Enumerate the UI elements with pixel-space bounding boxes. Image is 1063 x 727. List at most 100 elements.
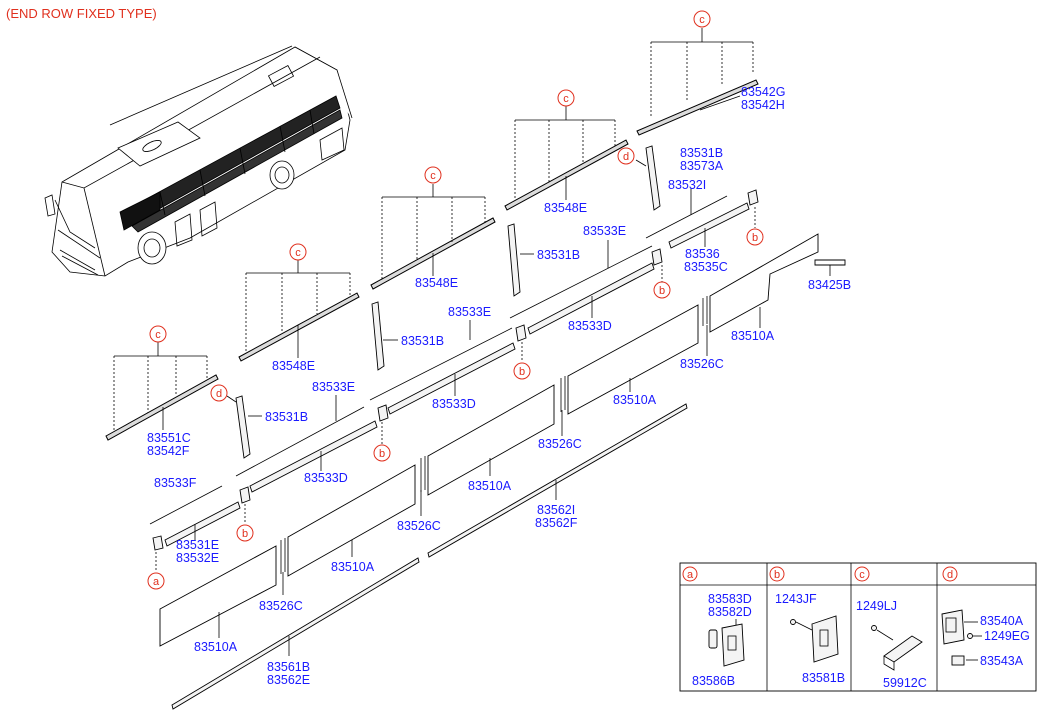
strip-83548E-1: [504, 106, 629, 211]
rail-83533D-3: [249, 404, 389, 493]
pillar-83531B-1: [635, 145, 661, 211]
svg-text:d: d: [216, 388, 222, 400]
legend-a-part-1: 83583D: [708, 592, 752, 606]
label-83542F: 83542F: [147, 444, 190, 458]
panel-83510A-5: [159, 545, 284, 647]
label-83542G: 83542G: [741, 85, 785, 99]
panel-83510A-3: [420, 384, 563, 496]
label-83531B-4: 83531B: [265, 410, 308, 424]
strip-83542G: [636, 28, 759, 136]
pillar-83531B-4: [226, 395, 262, 459]
label-83532I: 83532I: [668, 178, 706, 192]
legend-d-part-3: 83543A: [980, 654, 1024, 668]
label-83510A-4: 83510A: [331, 560, 375, 574]
strip-83548E-2: [370, 184, 496, 290]
label-83526C-2: 83526C: [538, 437, 582, 451]
svg-text:d: d: [623, 151, 629, 163]
label-83531B-1: 83531B: [680, 146, 723, 160]
legend-a-bottom: 83586B: [692, 674, 735, 688]
label-83562E: 83562E: [267, 673, 310, 687]
legend-d-part-2: 1249EG: [984, 629, 1030, 643]
label-83562F: 83562F: [535, 516, 578, 530]
svg-text:b: b: [659, 285, 665, 297]
rail-83533D-1: [527, 248, 663, 335]
diagram-header: (END ROW FIXED TYPE): [6, 6, 157, 21]
svg-text:d: d: [947, 569, 953, 581]
tag-d-2: d: [210, 384, 228, 402]
label-83542H: 83542H: [741, 98, 785, 112]
svg-text:c: c: [859, 569, 865, 581]
label-83535C: 83535C: [684, 260, 728, 274]
rail-83533E-3: [235, 395, 365, 477]
legend-col-d: d 83540A 1249EG 83543A: [941, 566, 1030, 668]
legend-table: a 83583D 83582D 83586B b 1243JF 83581B c…: [679, 562, 1037, 692]
tag-c-4: c: [289, 243, 307, 261]
svg-text:b: b: [519, 366, 525, 378]
svg-text:c: c: [563, 93, 569, 105]
tag-a-1: a: [147, 572, 165, 590]
legend-col-a: a 83583D 83582D 83586B: [682, 566, 752, 688]
tag-b-5: b: [236, 524, 254, 542]
legend-b-part-1: 1243JF: [775, 592, 817, 606]
rail-83531E: [164, 486, 251, 547]
label-83532E: 83532E: [176, 551, 219, 565]
tag-c-2: c: [557, 89, 575, 107]
rail-83536: [668, 189, 759, 249]
label-83573A: 83573A: [680, 159, 724, 173]
label-83533E-3: 83533E: [312, 380, 355, 394]
label-83561B: 83561B: [267, 660, 310, 674]
tag-b-1: b: [746, 228, 764, 246]
label-83510A-1: 83510A: [731, 329, 775, 343]
svg-text:c: c: [155, 329, 161, 341]
label-83425B: 83425B: [808, 278, 851, 292]
moulding-83561B: [171, 557, 420, 710]
strip-83548E-3: [238, 260, 360, 362]
tag-b-4: b: [373, 444, 391, 462]
pillar-83531B-2: [507, 223, 534, 297]
svg-text:c: c: [430, 170, 436, 182]
label-83548E-2: 83548E: [415, 276, 458, 290]
pillar-83531B-3: [371, 301, 398, 371]
moulding-83562I: [427, 403, 688, 558]
tag-b-3: b: [513, 362, 531, 380]
label-83533F: 83533F: [154, 476, 197, 490]
svg-text:b: b: [752, 232, 758, 244]
strip-83551C: [105, 342, 219, 441]
label-83533D-3: 83533D: [304, 471, 348, 485]
tag-c-5: c: [149, 325, 167, 343]
svg-text:c: c: [295, 247, 301, 259]
legend-a-part-2: 83582D: [708, 605, 752, 619]
label-83510A-3: 83510A: [468, 479, 512, 493]
legend-col-b: b 1243JF 83581B: [769, 566, 845, 685]
label-83510A-2: 83510A: [613, 393, 657, 407]
bus-illustration: [44, 45, 353, 277]
legend-d-part-1: 83540A: [980, 614, 1024, 628]
panel-83510A-4: [280, 464, 422, 577]
label-83533D-2: 83533D: [432, 397, 476, 411]
legend-c-part-1: 1249LJ: [856, 599, 897, 613]
tag-c-3: c: [424, 166, 442, 184]
tag-b-2: b: [653, 281, 671, 299]
label-83533E-2: 83533E: [448, 305, 491, 319]
svg-text:b: b: [774, 569, 780, 581]
label-83533D-1: 83533D: [568, 319, 612, 333]
rail-83533F: [149, 485, 223, 525]
svg-text:c: c: [699, 14, 705, 26]
label-83536: 83536: [685, 247, 720, 261]
label-83548E-3: 83548E: [272, 359, 315, 373]
label-83531B-2: 83531B: [537, 248, 580, 262]
tag-d-1: d: [617, 147, 635, 165]
label-83531E: 83531E: [176, 538, 219, 552]
label-83562I: 83562I: [537, 503, 575, 517]
legend-col-c: c 1249LJ 59912C: [854, 566, 927, 690]
svg-text:a: a: [687, 569, 694, 581]
label-83548E-1: 83548E: [544, 201, 587, 215]
svg-text:b: b: [379, 448, 385, 460]
rail-83532I: [645, 188, 728, 239]
rail-83533D-2: [387, 324, 527, 415]
rail-83533E-1: [509, 240, 653, 319]
svg-text:b: b: [242, 528, 248, 540]
trim-83425B: [814, 259, 846, 276]
svg-text:a: a: [153, 576, 160, 588]
legend-b-bottom: 83581B: [802, 671, 845, 685]
